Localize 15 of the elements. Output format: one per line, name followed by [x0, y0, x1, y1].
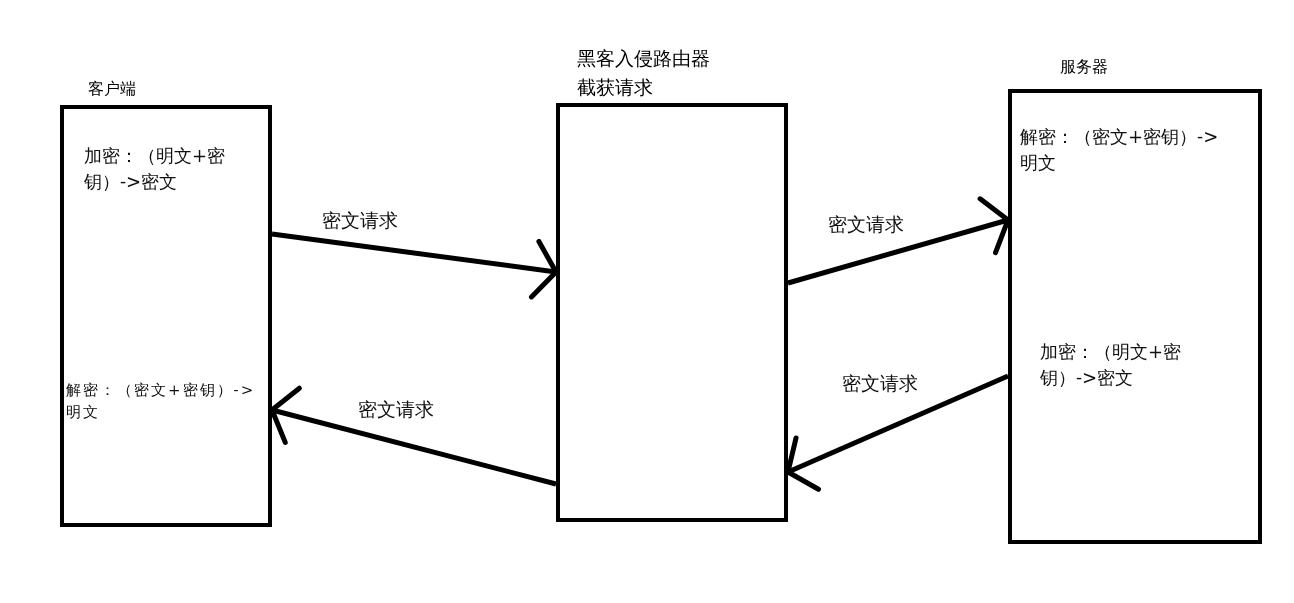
edge-label: 密文请求	[322, 209, 398, 231]
encryption-note: 加密：（明文+密钥）->密文	[84, 144, 227, 194]
box-heading: 客户端	[88, 79, 136, 99]
decryption-note: 解密：（密文+密钥）->明文	[66, 380, 257, 423]
arrow	[271, 231, 559, 300]
encryption-note: 加密：（明文+密钥）->密文	[1040, 340, 1183, 390]
arrow	[785, 373, 1009, 492]
edge-label: 密文请求	[842, 372, 918, 394]
box-heading: 黑客入侵路由器截获请求	[577, 46, 711, 100]
edge-label: 密文请求	[358, 398, 434, 420]
edge-label: 密文请求	[828, 213, 904, 235]
box-heading: 服务器	[1060, 57, 1108, 77]
arrow	[269, 385, 557, 487]
decryption-note: 解密：（密文+密钥）->明文	[1020, 125, 1220, 175]
arrow	[787, 196, 1011, 286]
